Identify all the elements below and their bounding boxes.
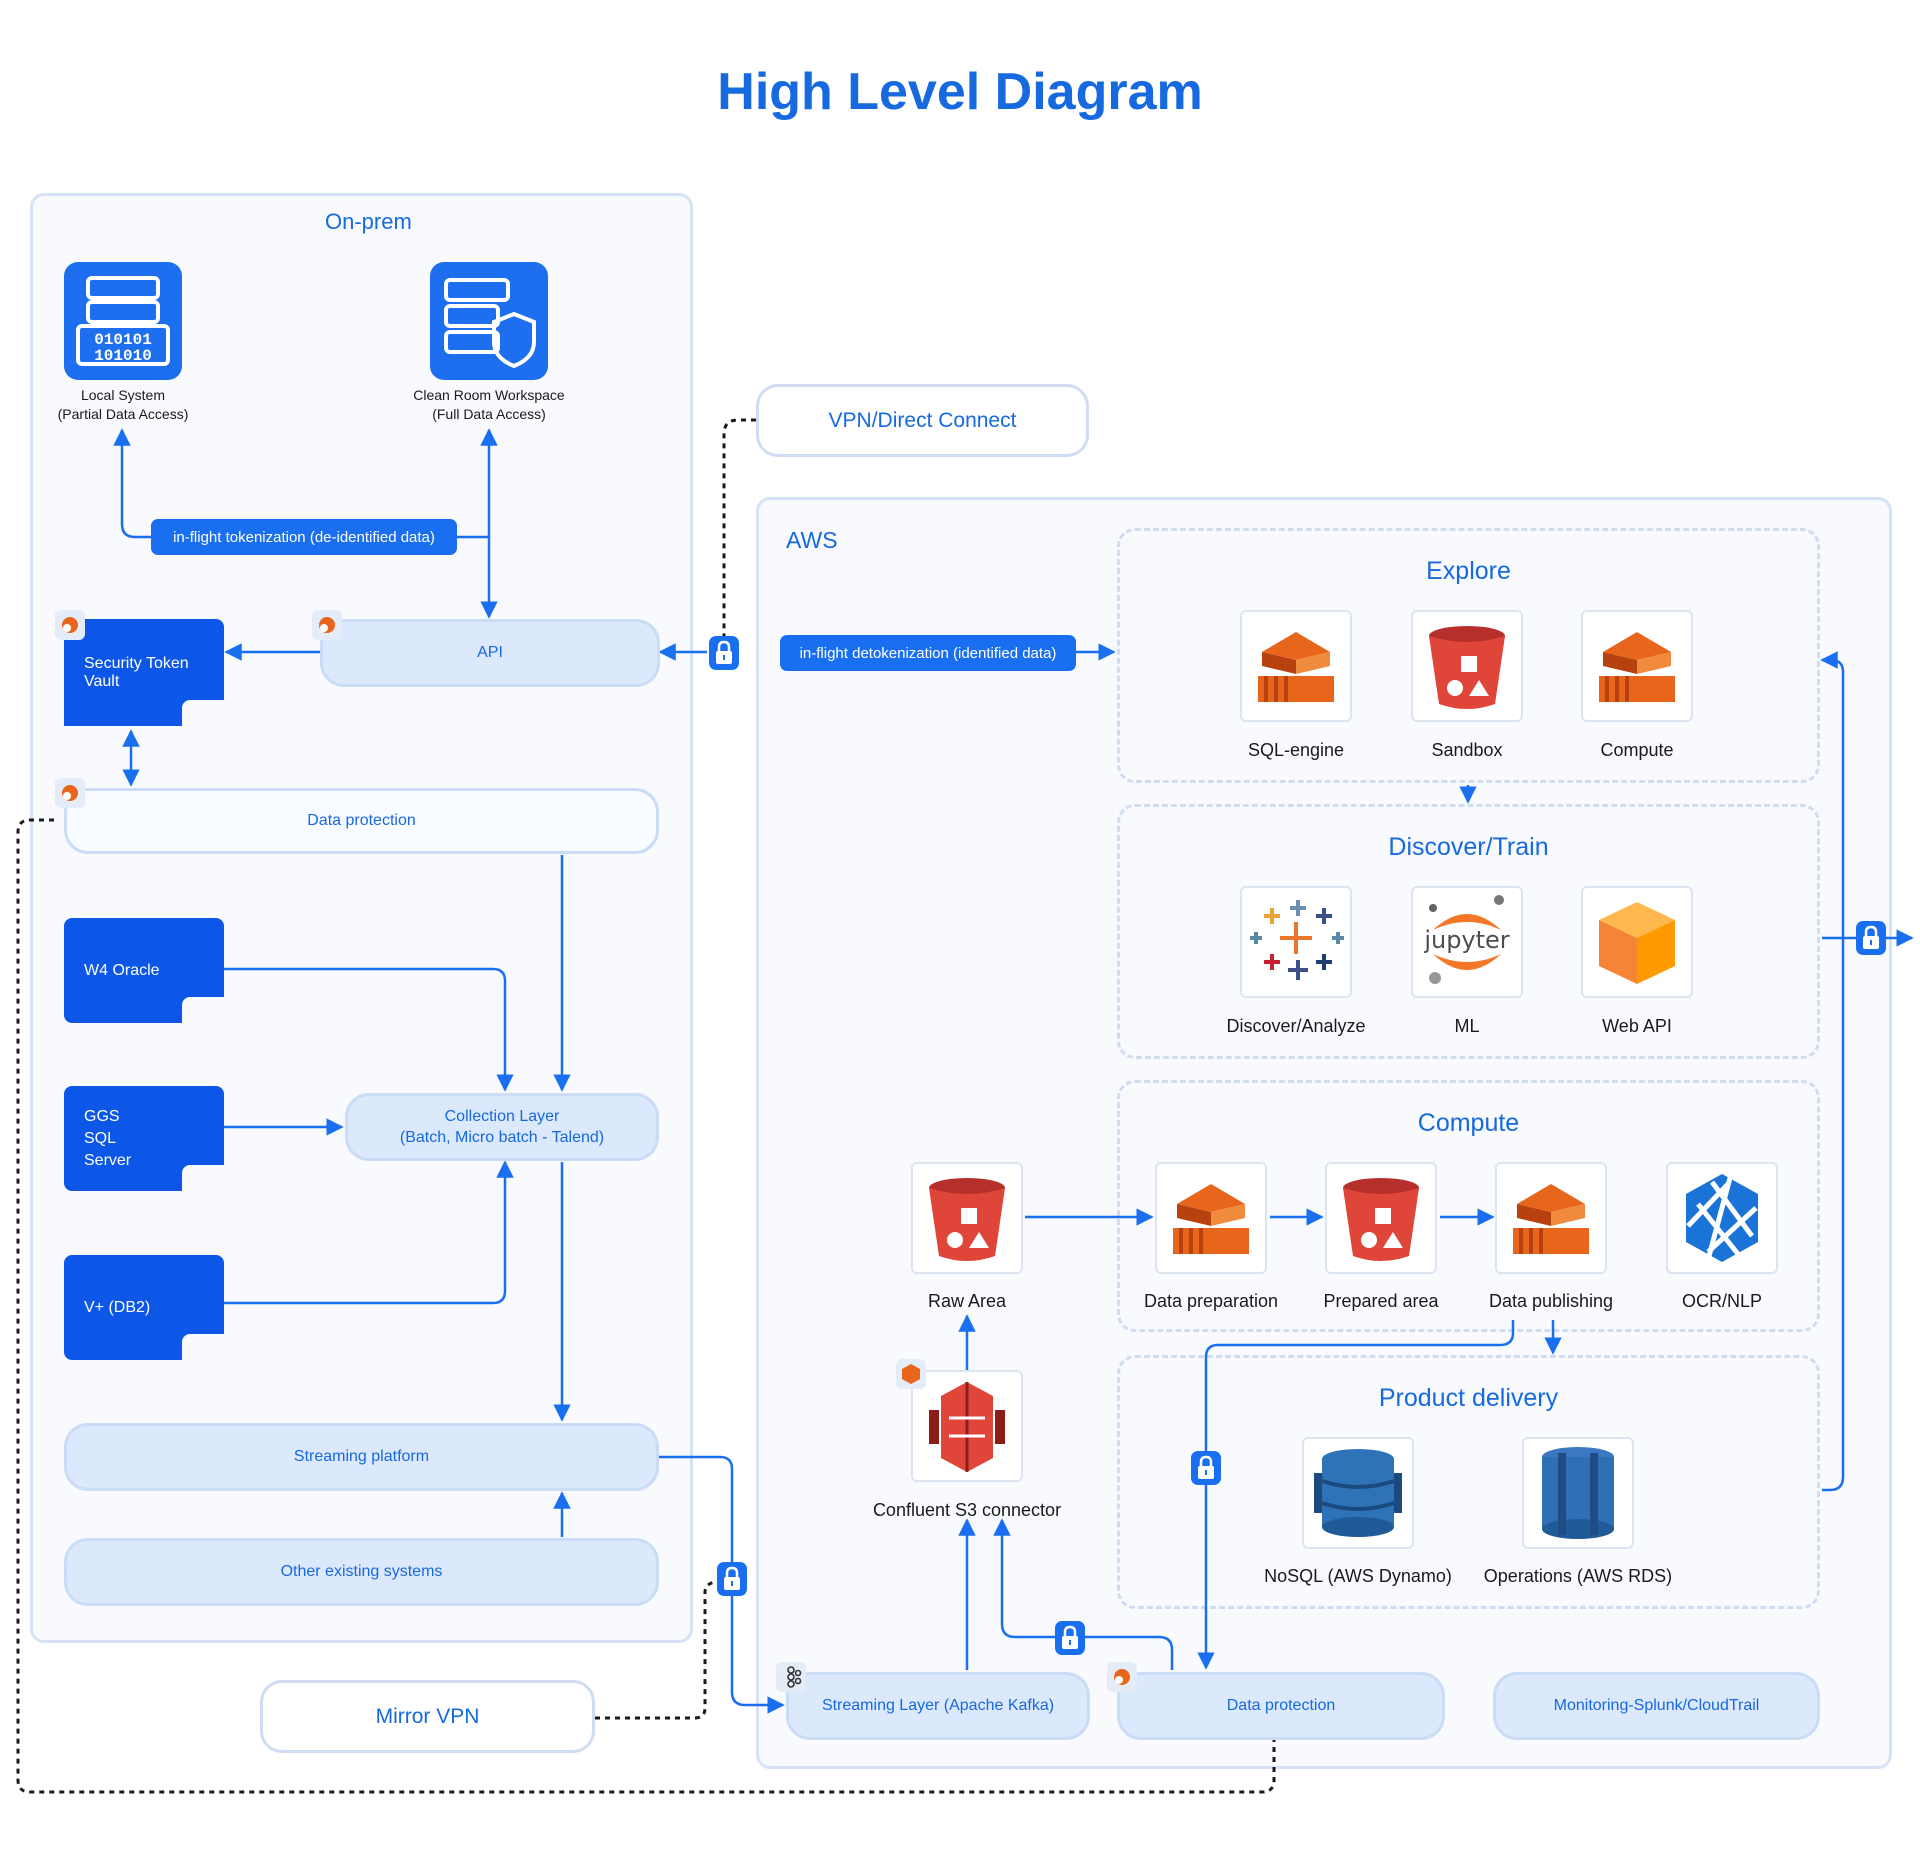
data-preparation-label: Data preparation: [1143, 1291, 1279, 1311]
raw-area-label: Raw Area: [927, 1291, 1007, 1311]
vault-badge-icon: [55, 610, 85, 640]
sandbox-icon[interactable]: [1411, 610, 1523, 722]
prepared-area-label: Prepared area: [1323, 1291, 1439, 1311]
tableau-icon[interactable]: [1240, 886, 1352, 998]
svg-text:101010: 101010: [94, 347, 152, 365]
other-existing-systems[interactable]: Other existing systems: [64, 1538, 659, 1606]
dp-badge-icon: [55, 778, 85, 808]
jupyter-icon[interactable]: jupyter: [1411, 886, 1523, 998]
detokenization-tag: in-flight detokenization (identified dat…: [780, 635, 1076, 671]
compute-label: Compute: [1600, 740, 1674, 760]
local-system-icon: 010101 101010: [64, 262, 182, 380]
ocr-nlp-icon[interactable]: [1666, 1162, 1778, 1274]
ocr-nlp-label: OCR/NLP: [1681, 1291, 1762, 1311]
data-publishing-label: Data publishing: [1488, 1291, 1614, 1311]
tokenization-tag: in-flight tokenization (de-identified da…: [151, 519, 457, 555]
svg-text:010101: 010101: [94, 331, 152, 349]
web-api-label: Web API: [1602, 1016, 1672, 1036]
api-box[interactable]: API: [320, 619, 660, 687]
nosql-dynamo-icon[interactable]: [1302, 1437, 1414, 1549]
aws-label: AWS: [786, 527, 838, 553]
aws-data-protection[interactable]: Data protection: [1117, 1672, 1445, 1740]
sandbox-label: Sandbox: [1431, 740, 1503, 760]
onprem-label: On-prem: [325, 209, 412, 234]
compute-icon[interactable]: [1581, 610, 1693, 722]
lock-icon: [717, 1562, 747, 1596]
operations-rds-label: Operations (AWS RDS): [1483, 1566, 1673, 1586]
discover-analyze-label: Discover/Analyze: [1226, 1016, 1366, 1036]
kafka-icon: [776, 1662, 806, 1692]
explore-section: Explore: [1117, 528, 1820, 783]
data-publishing-icon[interactable]: [1495, 1162, 1607, 1274]
nosql-dynamo-label: NoSQL (AWS Dynamo): [1264, 1566, 1452, 1586]
api-badge-icon: [312, 610, 342, 640]
ml-label: ML: [1454, 1016, 1480, 1036]
prepared-area-icon[interactable]: [1325, 1162, 1437, 1274]
lock-icon: [1856, 921, 1886, 955]
kafka-streaming-layer[interactable]: Streaming Layer (Apache Kafka): [786, 1672, 1090, 1740]
svg-text:jupyter: jupyter: [1423, 926, 1509, 954]
web-api-icon[interactable]: [1581, 886, 1693, 998]
discover-title: Discover/Train: [1388, 833, 1549, 861]
confluent-s3-icon[interactable]: [911, 1370, 1023, 1482]
delivery-section: Product delivery: [1117, 1355, 1820, 1609]
raw-area-icon[interactable]: [911, 1162, 1023, 1274]
data-preparation-icon[interactable]: [1155, 1162, 1267, 1274]
onprem-data-protection[interactable]: Data protection: [64, 788, 659, 854]
mirror-vpn[interactable]: Mirror VPN: [260, 1680, 595, 1753]
monitoring-splunk-cloudtrail[interactable]: Monitoring-Splunk/CloudTrail: [1493, 1672, 1820, 1740]
vpn-direct-connect[interactable]: VPN/Direct Connect: [756, 384, 1089, 457]
diagram-title: High Level Diagram: [717, 63, 1203, 121]
aws-dp-badge-icon: [1107, 1662, 1137, 1692]
operations-rds-icon[interactable]: [1522, 1437, 1634, 1549]
local-system-caption: Local System(Partial Data Access): [57, 387, 189, 422]
confluent-badge-icon: [896, 1359, 926, 1389]
clean-room-icon: [430, 262, 548, 380]
confluent-s3-label: Confluent S3 connector: [872, 1500, 1062, 1520]
explore-title: Explore: [1426, 557, 1511, 585]
streaming-platform[interactable]: Streaming platform: [64, 1423, 659, 1491]
compute-title: Compute: [1417, 1109, 1520, 1137]
lock-icon: [1191, 1451, 1221, 1485]
sql-engine-icon[interactable]: [1240, 610, 1352, 722]
lock-icon: [1055, 1621, 1085, 1655]
sql-engine-label: SQL-engine: [1247, 740, 1345, 760]
lock-icon: [709, 636, 739, 670]
delivery-title: Product delivery: [1378, 1384, 1559, 1412]
compute-section: Compute: [1117, 1080, 1820, 1332]
clean-room-caption: Clean Room Workspace(Full Data Access): [413, 387, 565, 422]
discover-section: Discover/Train: [1117, 804, 1820, 1059]
collection-layer[interactable]: Collection Layer (Batch, Micro batch - T…: [345, 1093, 659, 1161]
